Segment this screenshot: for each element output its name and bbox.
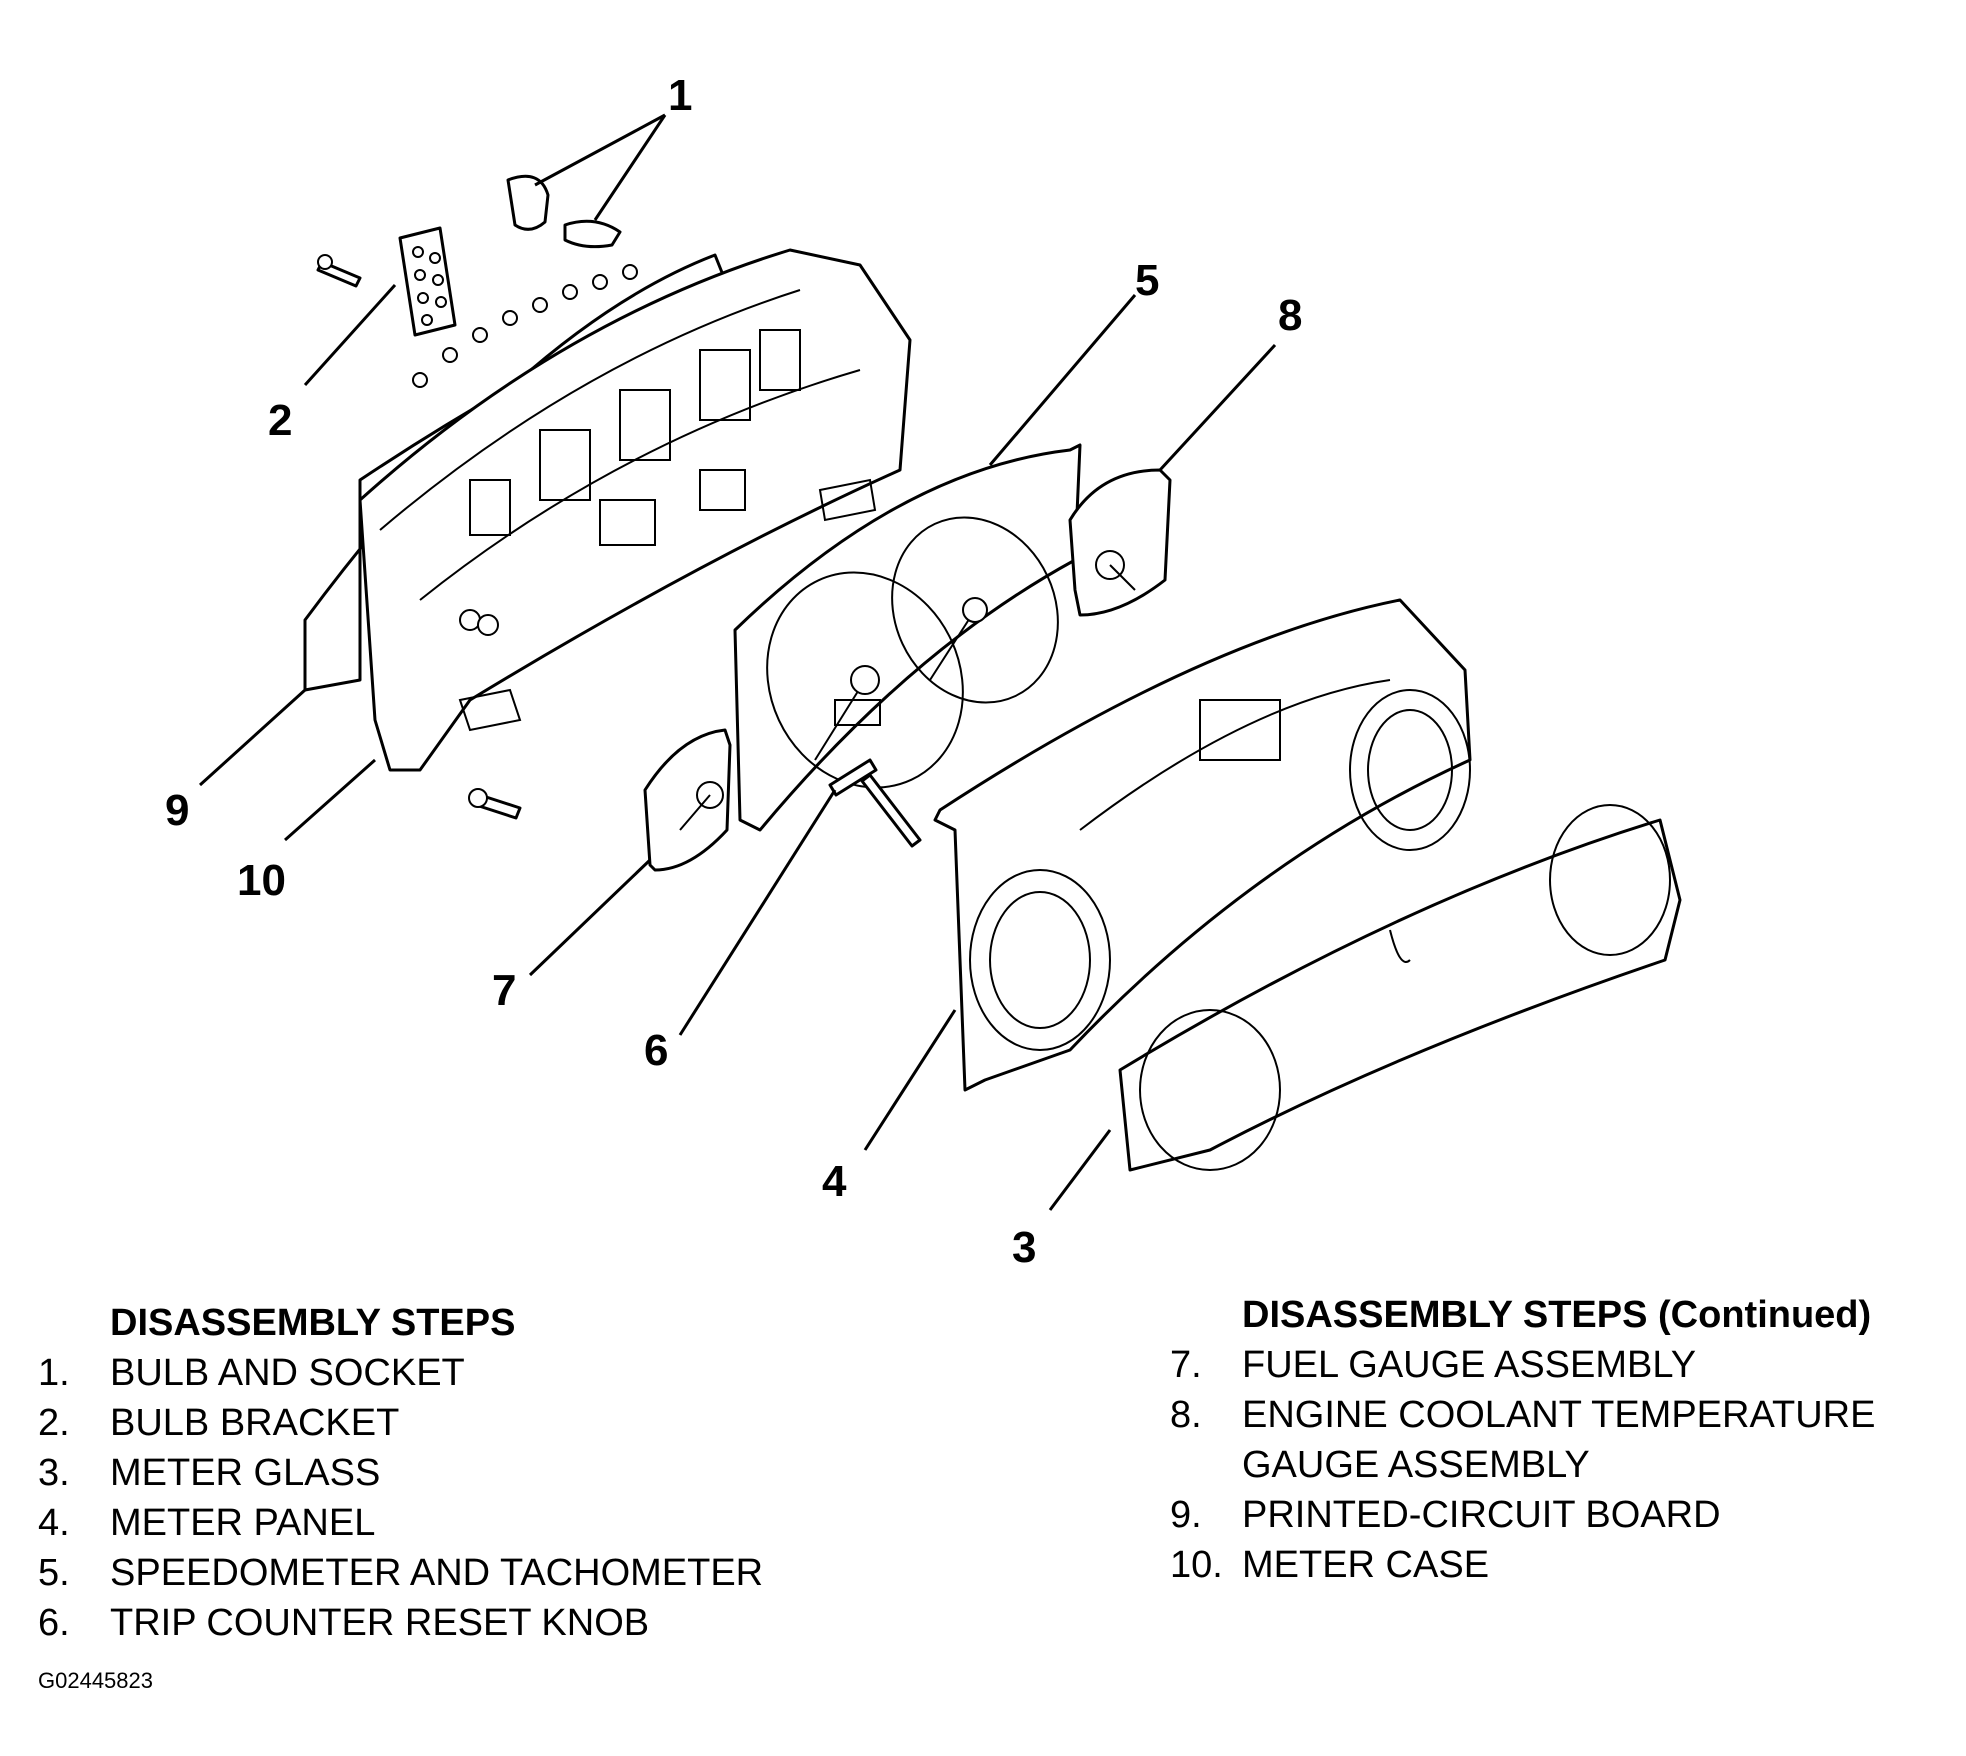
figure-id: G02445823: [38, 1668, 153, 1693]
callout-1: 1: [668, 71, 692, 120]
step-text: METER GLASS: [110, 1452, 381, 1494]
step-number: 9.: [1170, 1494, 1202, 1536]
legend-item: 7. FUEL GAUGE ASSEMBLY: [1170, 1340, 1875, 1390]
disassembly-steps-continued-legend: DISASSEMBLY STEPS (Continued) 7. FUEL GAU…: [1170, 1290, 1875, 1590]
legend-item: GAUGE ASSEMBLY: [1170, 1440, 1875, 1490]
callout-6: 6: [644, 1026, 668, 1075]
step-number: 2.: [38, 1402, 70, 1444]
fuel-gauge-assembly: [643, 728, 732, 872]
step-number: 1.: [38, 1352, 70, 1394]
legend-item: 5. SPEEDOMETER AND TACHOMETER: [38, 1548, 763, 1598]
case-screw: [468, 788, 522, 820]
meter-glass: [1118, 804, 1682, 1172]
legend-item: 4. METER PANEL: [38, 1498, 763, 1548]
disassembly-steps-legend: DISASSEMBLY STEPS 1. BULB AND SOCKET 2. BU…: [38, 1298, 763, 1648]
step-text: ENGINE COOLANT TEMPERATURE: [1242, 1394, 1876, 1436]
step-text: GAUGE ASSEMBLY: [1242, 1444, 1590, 1486]
legend-item: 6. TRIP COUNTER RESET KNOB: [38, 1598, 763, 1648]
step-text: PRINTED-CIRCUIT BOARD: [1242, 1494, 1721, 1536]
step-text: FUEL GAUGE ASSEMBLY: [1242, 1344, 1697, 1386]
speedometer-and-tachometer: [733, 443, 1082, 832]
legend-item: 3. METER GLASS: [38, 1448, 763, 1498]
legend-item: 8. ENGINE COOLANT TEMPERATURE: [1170, 1390, 1875, 1440]
legend-item: 9. PRINTED-CIRCUIT BOARD: [1170, 1490, 1875, 1540]
legend-item: 10. METER CASE: [1170, 1540, 1875, 1590]
exploded-view-diagram: 1 2 3 4 5 6 7 8 9 10: [165, 71, 1682, 1272]
step-number: [1170, 1440, 1242, 1490]
step-text: BULB AND SOCKET: [110, 1352, 465, 1394]
meter-panel: [933, 598, 1472, 1092]
callout-10: 10: [237, 856, 286, 905]
step-number: 8.: [1170, 1394, 1202, 1436]
meter-case: [358, 248, 912, 772]
step-text: SPEEDOMETER AND TACHOMETER: [110, 1552, 764, 1594]
legend-heading: DISASSEMBLY STEPS: [110, 1302, 516, 1344]
callout-4: 4: [822, 1157, 847, 1206]
step-text: TRIP COUNTER RESET KNOB: [110, 1602, 650, 1644]
engine-coolant-temperature-gauge: [1068, 468, 1172, 617]
leader-lines: [198, 113, 1277, 1211]
callout-9: 9: [165, 786, 189, 835]
trip-counter-reset-knob: [828, 758, 922, 848]
legend-item: 2. BULB BRACKET: [38, 1398, 763, 1448]
bulb-and-socket: [506, 174, 622, 249]
step-text: METER PANEL: [110, 1502, 376, 1544]
step-number: 7.: [1170, 1344, 1202, 1386]
step-number: 4.: [38, 1502, 70, 1544]
step-number: 10.: [1170, 1544, 1223, 1586]
callout-3: 3: [1012, 1223, 1036, 1272]
callout-5: 5: [1135, 256, 1159, 305]
callout-2: 2: [268, 396, 292, 445]
legend-heading: DISASSEMBLY STEPS (Continued): [1242, 1294, 1872, 1336]
callout-8: 8: [1278, 291, 1302, 340]
screw: [316, 254, 362, 288]
legend-item: 1. BULB AND SOCKET: [38, 1348, 763, 1398]
step-number: 6.: [38, 1602, 70, 1644]
step-number: 5.: [38, 1552, 70, 1594]
step-text: BULB BRACKET: [110, 1402, 400, 1444]
bulb-bracket: [398, 226, 457, 337]
step-text: METER CASE: [1242, 1544, 1490, 1586]
step-number: 3.: [38, 1452, 70, 1494]
callout-7: 7: [492, 966, 516, 1015]
